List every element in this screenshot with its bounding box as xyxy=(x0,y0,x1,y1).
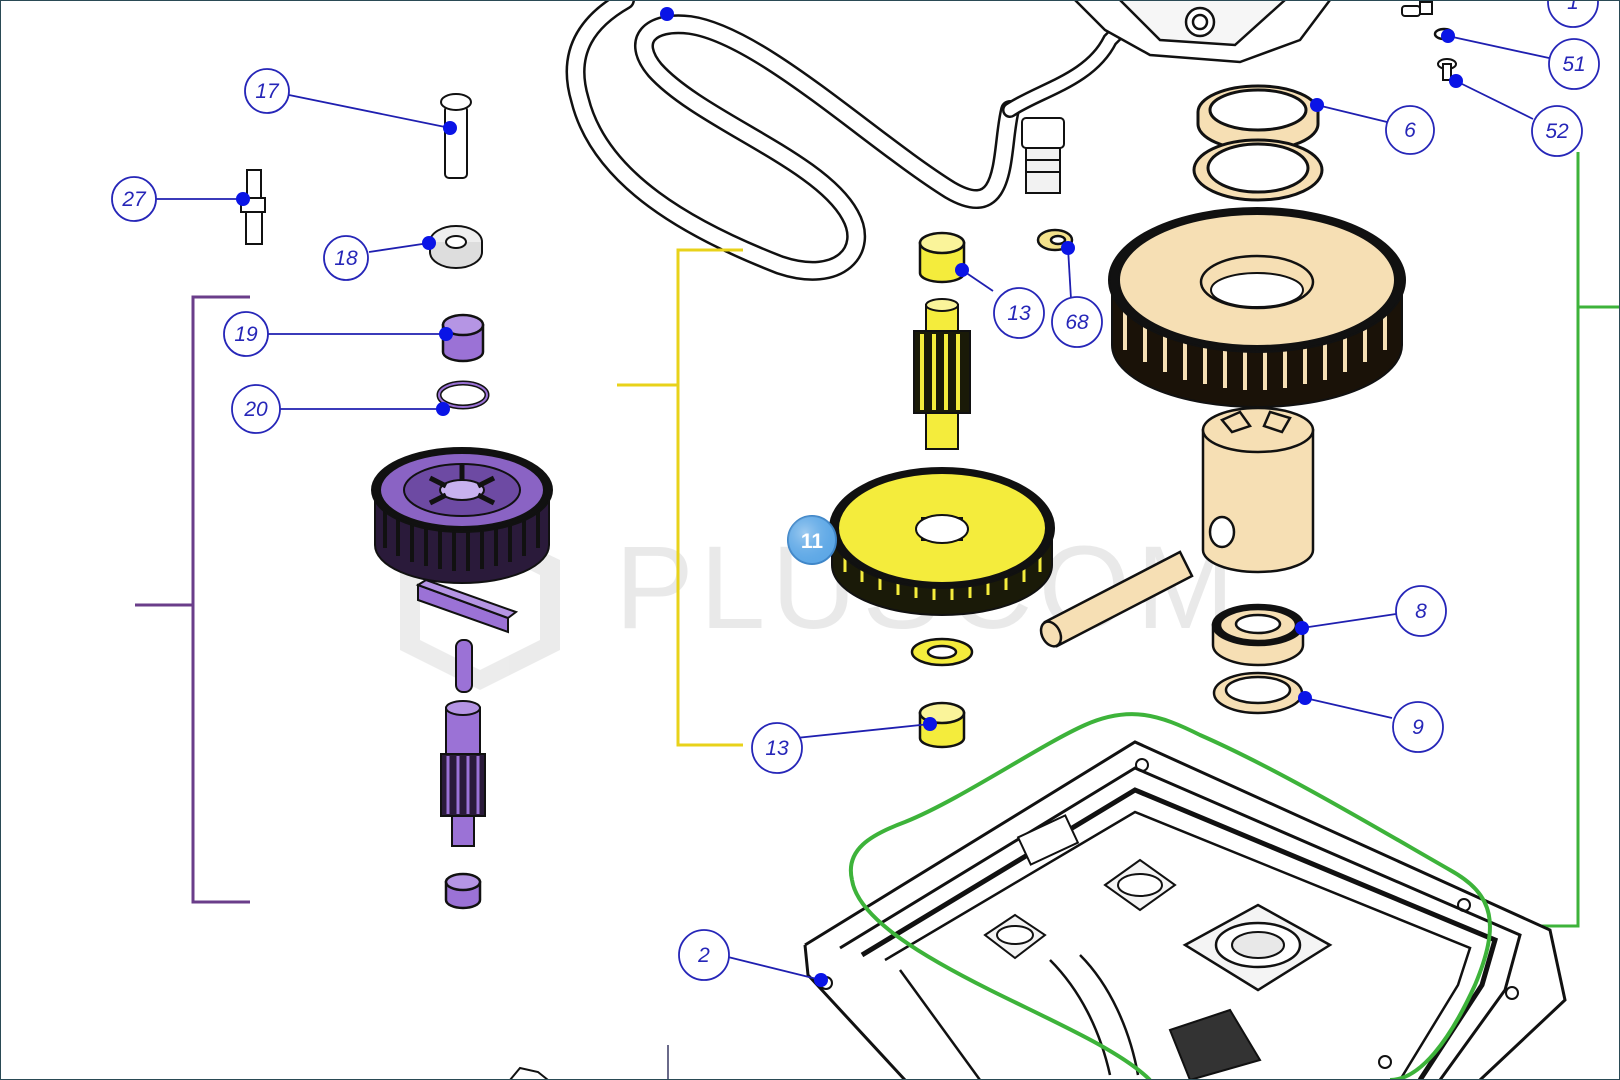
yellow-washer-part xyxy=(910,637,974,667)
svg-text:68: 68 xyxy=(1065,311,1089,334)
svg-text:8: 8 xyxy=(1415,600,1427,623)
svg-text:27: 27 xyxy=(121,188,147,211)
leader-lines xyxy=(156,35,1550,981)
cable-assembly xyxy=(565,0,1133,281)
seal-ring-part xyxy=(1196,84,1320,152)
yellow-assembly-bracket xyxy=(617,248,743,747)
spindle-part xyxy=(240,169,266,245)
purple-gear-part xyxy=(371,447,553,584)
callout-51[interactable]: 51 xyxy=(1548,38,1600,90)
tan-washer-part xyxy=(1212,671,1304,715)
svg-text:17: 17 xyxy=(255,80,280,103)
tan-gear-part xyxy=(1108,207,1406,408)
yellow-gear-part xyxy=(829,467,1055,616)
callout-18[interactable]: 18 xyxy=(323,235,369,281)
callout-9[interactable]: 9 xyxy=(1392,701,1444,753)
svg-text:51: 51 xyxy=(1562,53,1585,76)
callout-52[interactable]: 52 xyxy=(1531,105,1583,157)
callout-68[interactable]: 68 xyxy=(1051,296,1103,348)
svg-text:13: 13 xyxy=(1007,302,1031,325)
callout-17[interactable]: 17 xyxy=(244,68,290,114)
leader-dots xyxy=(236,7,1463,987)
svg-text:52: 52 xyxy=(1545,120,1569,143)
purple-assembly-bracket xyxy=(135,295,250,904)
pin-part xyxy=(440,93,472,179)
svg-text:2: 2 xyxy=(697,944,710,967)
hotspot-marker-11[interactable]: 11 xyxy=(787,515,837,565)
purple-key-part xyxy=(415,578,519,634)
upper-housing xyxy=(1074,0,1331,64)
small-screw-part xyxy=(1437,58,1457,81)
tan-coupling-sleeve-part xyxy=(1201,406,1315,574)
svg-text:9: 9 xyxy=(1412,716,1424,739)
screw-part-top xyxy=(1401,1,1433,17)
svg-text:20: 20 xyxy=(243,398,268,421)
svg-text:19: 19 xyxy=(234,323,258,346)
svg-text:6: 6 xyxy=(1404,119,1416,142)
callout-20[interactable]: 20 xyxy=(231,384,281,434)
callout-19[interactable]: 19 xyxy=(223,311,269,357)
callout-13-top[interactable]: 13 xyxy=(993,287,1045,339)
svg-text:13: 13 xyxy=(765,737,789,760)
thrust-ring-part xyxy=(1192,138,1324,202)
svg-text:1: 1 xyxy=(1567,0,1579,14)
green-assembly-bracket xyxy=(1514,152,1620,928)
washer-part xyxy=(429,225,483,269)
purple-bushing-part xyxy=(441,313,485,363)
bottom-fragment xyxy=(509,1045,669,1080)
cable-gland xyxy=(1021,117,1065,194)
callout-13-bottom[interactable]: 13 xyxy=(751,722,803,774)
callout-2[interactable]: 2 xyxy=(678,929,730,981)
callout-27[interactable]: 27 xyxy=(111,176,157,222)
purple-shaft-part xyxy=(440,700,486,847)
purple-bottom-bushing-part xyxy=(444,872,482,910)
callout-6[interactable]: 6 xyxy=(1385,105,1435,155)
tan-pin-part xyxy=(1039,550,1194,648)
base-housing-part xyxy=(803,740,1567,1080)
hotspot-label: 11 xyxy=(801,530,824,553)
bearing-part xyxy=(1211,603,1305,667)
callout-1-partial[interactable]: 1 xyxy=(1547,0,1599,28)
purple-small-pin-part xyxy=(455,639,473,693)
yellow-pinion-shaft-part xyxy=(913,298,971,450)
svg-text:18: 18 xyxy=(334,247,358,270)
callout-8[interactable]: 8 xyxy=(1395,585,1447,637)
green-gasket-part xyxy=(848,712,1492,1080)
